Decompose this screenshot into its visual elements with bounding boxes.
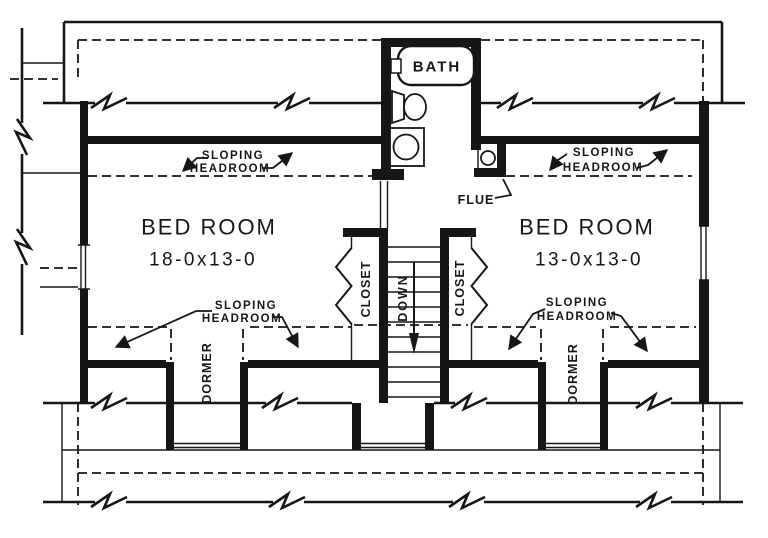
bedroom-right-label: BED ROOM: [519, 215, 655, 240]
closet-right-label: CLOSET: [453, 260, 467, 317]
dormer-right-label: DORMER: [566, 343, 580, 405]
tub-faucet: [390, 58, 402, 74]
window-left-wall: [78, 244, 90, 290]
arrow-top-right-b: [636, 149, 669, 169]
closet-right-bifold-door: [470, 247, 489, 325]
bedroom-right-dimensions: 13-0x13-0: [535, 250, 643, 271]
sloping-headroom-bottom-right-line1: SLOPING: [546, 297, 608, 309]
dormer-left-label: DORMER: [200, 342, 214, 404]
toilet: [391, 89, 427, 125]
arrow-top-right-a: [549, 153, 568, 172]
bath-walls: [372, 38, 506, 180]
sloping-headroom-top-left-line1: SLOPING: [202, 150, 264, 162]
bath-label: BATH: [413, 59, 462, 76]
bedroom-left-dimensions: 18-0x13-0: [149, 250, 257, 271]
closet-left-bifold-door: [334, 247, 353, 325]
stair-walls: [343, 228, 476, 450]
flue-leader-line: [494, 178, 513, 199]
arrow-bottom-right-a: [508, 308, 546, 351]
flue-label: FLUE: [458, 193, 495, 207]
bedroom-left-label: BED ROOM: [141, 215, 277, 240]
arrow-top-left-a: [181, 156, 208, 172]
flue-pipe: [480, 150, 496, 166]
stair-down-label: DOWN: [396, 274, 410, 322]
dormer-walls: [166, 362, 608, 450]
arrow-bottom-left-b: [272, 316, 299, 349]
lavatory-sink: [389, 127, 425, 167]
arrow-bottom-left-a: [114, 310, 212, 349]
dormer-windows: [174, 442, 600, 449]
window-right-wall: [697, 225, 711, 281]
stair-down-arrow: [409, 262, 419, 354]
closet-left-label: CLOSET: [359, 261, 373, 318]
bathtub: [390, 44, 476, 87]
sloping-headroom-top-left-line2: HEADROOM: [190, 163, 270, 175]
dashed-ceiling-lines: [10, 39, 704, 505]
sloping-headroom-top-right-line1: SLOPING: [573, 147, 635, 159]
hall-lines: [379, 144, 479, 228]
leader-arrows: [114, 149, 669, 353]
closet-front-walls: [334, 237, 489, 360]
arrow-top-left-b: [262, 152, 294, 169]
arrow-bottom-right-b: [610, 312, 648, 353]
sloping-headroom-bottom-left-line2: HEADROOM: [202, 313, 282, 325]
sloping-headroom-top-right-line2: HEADROOM: [563, 162, 643, 174]
sloping-headroom-bottom-left-line1: SLOPING: [215, 300, 277, 312]
sloping-headroom-bottom-right-line2: HEADROOM: [537, 311, 617, 323]
